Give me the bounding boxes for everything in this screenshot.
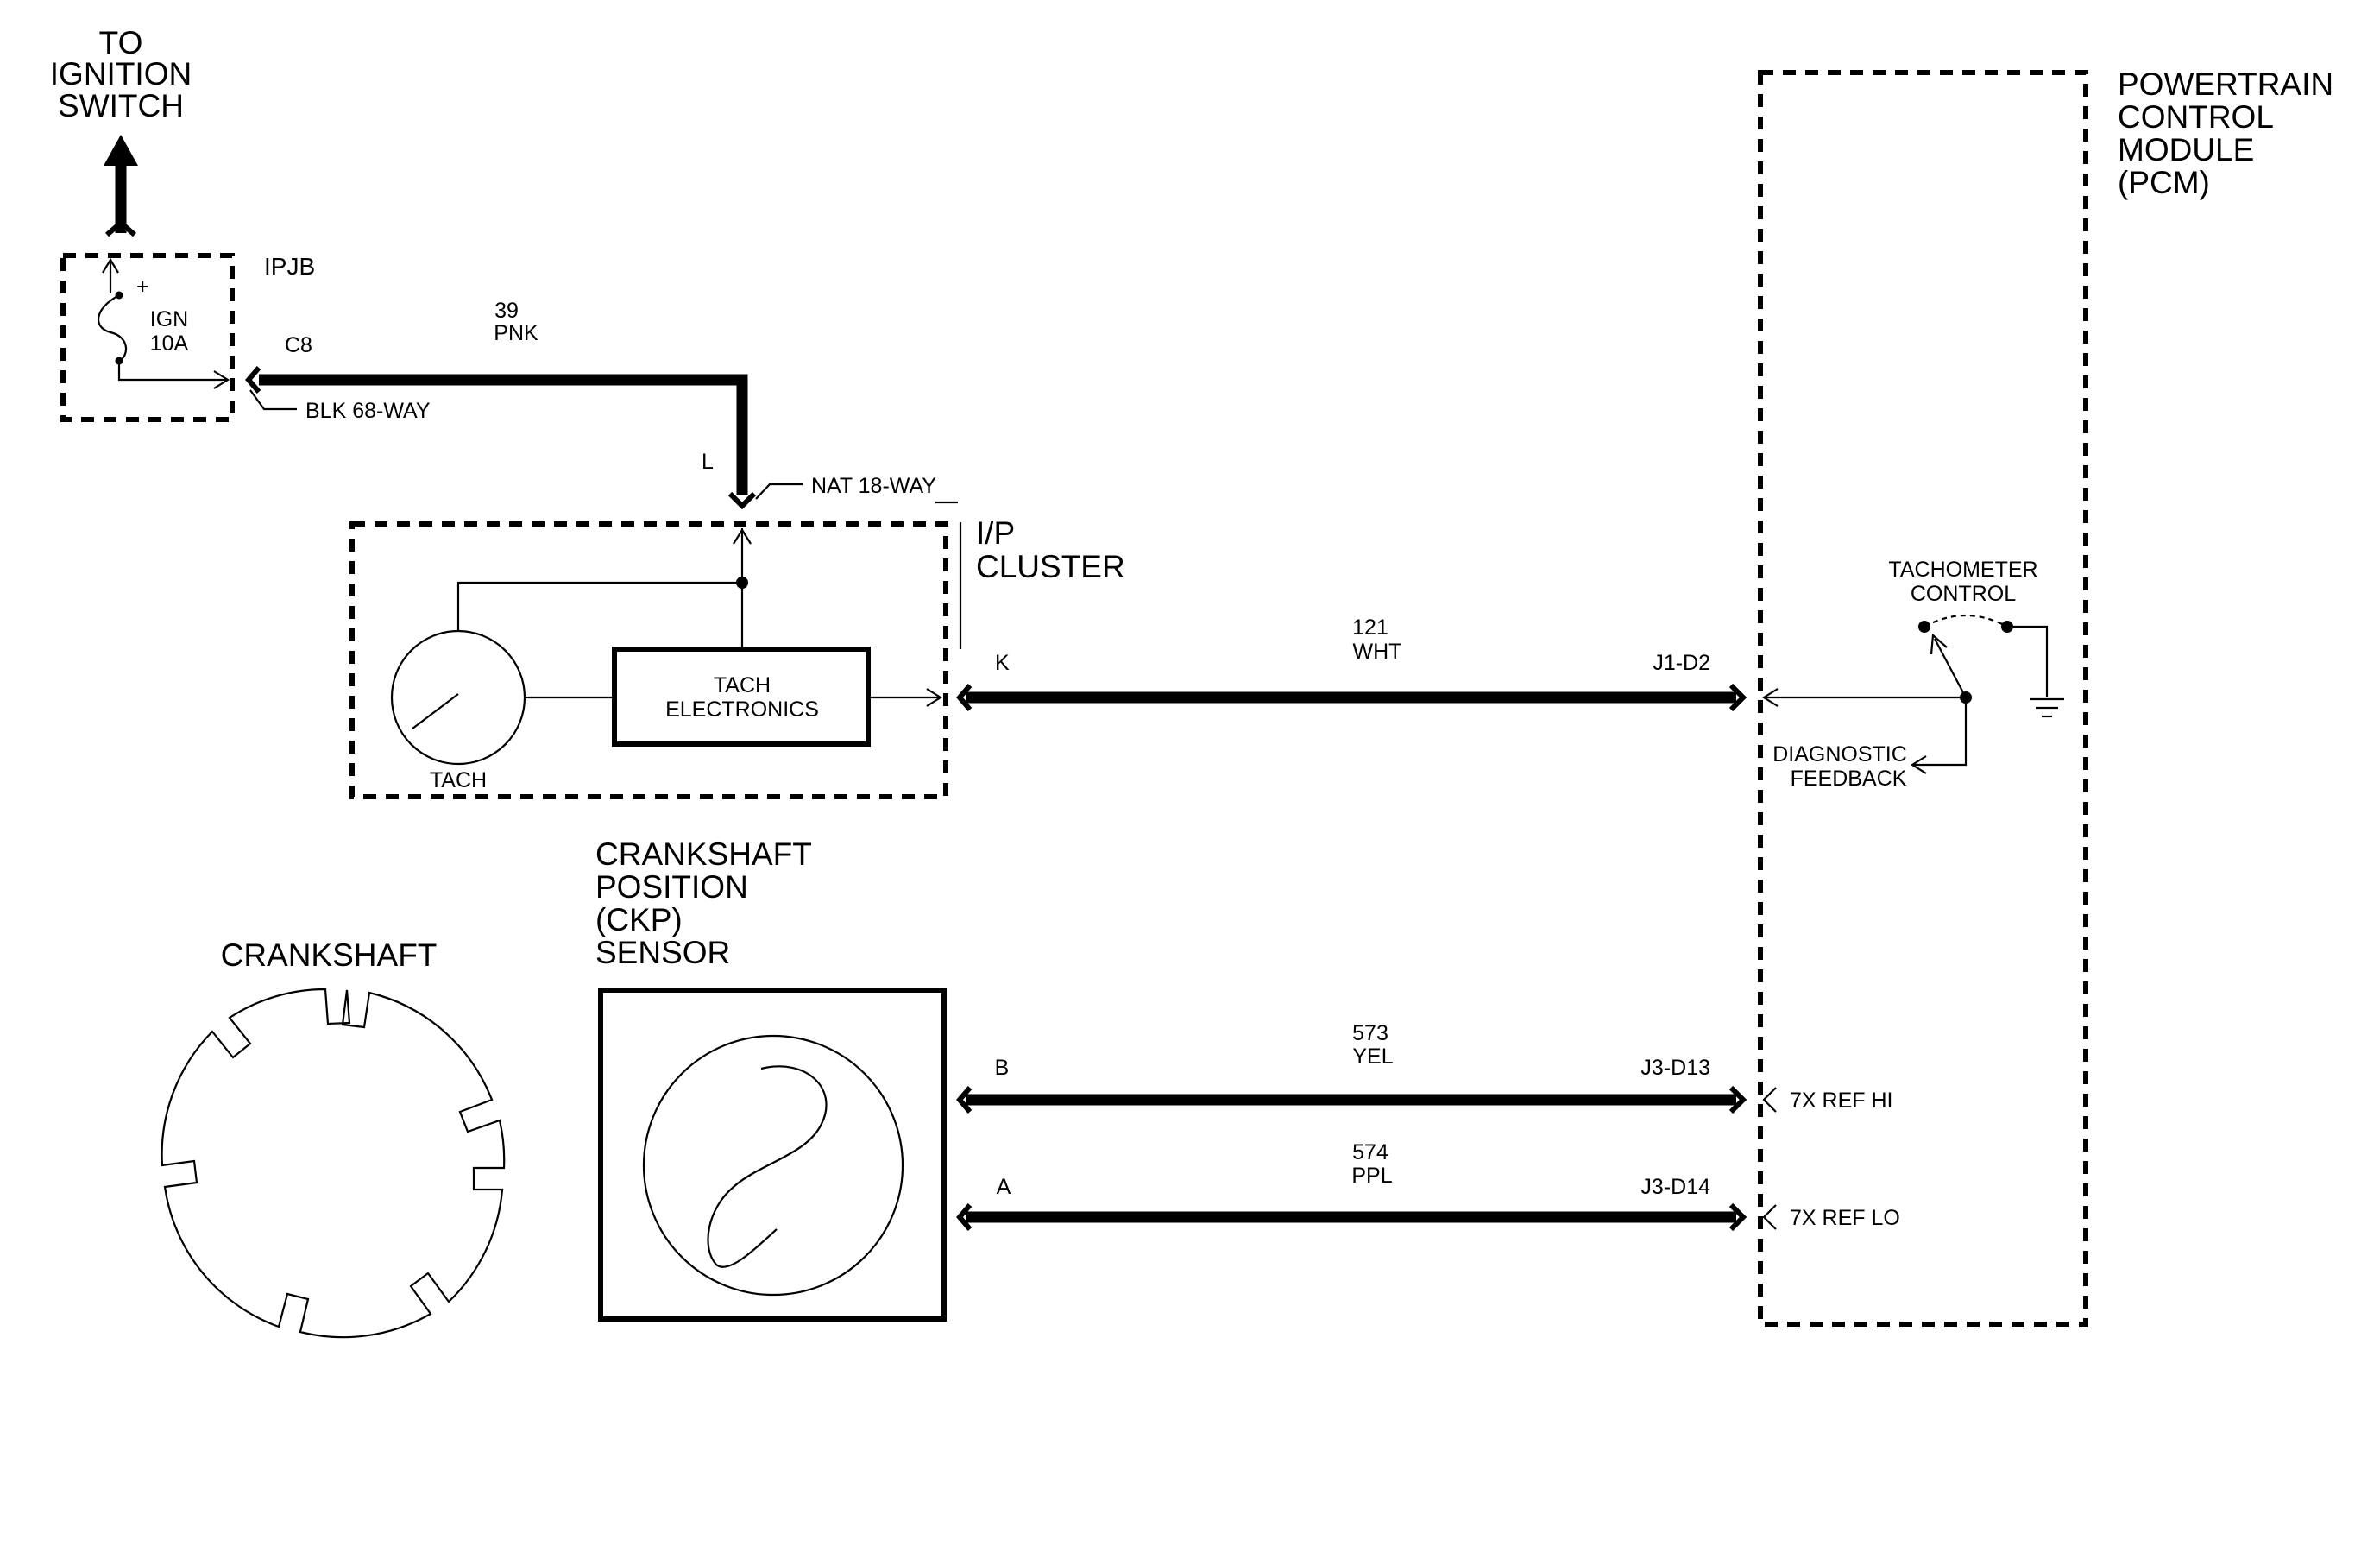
ignition-switch-group: TO IGNITION SWITCH [50, 25, 192, 237]
wire-ppl: A 574 PPL J3-D14 [956, 1140, 1747, 1232]
wire-wht-connector-right [1728, 683, 1747, 712]
ip-cluster-title-line1: I/P [976, 515, 1015, 551]
diag-feedback-line [1914, 697, 1968, 767]
pcm-pin-j1d2: J1-D2 [1653, 651, 1710, 675]
ip-cluster-title-line2: CLUSTER [976, 549, 1125, 584]
tach-electronics-line1: TACH [714, 673, 771, 697]
ignition-label-line1: TO [99, 25, 143, 60]
pcm-pin-j3d13: J3-D13 [1640, 1056, 1710, 1080]
crankshaft-reluctor-icon [161, 988, 506, 1339]
wire-ppl-color: PPL [1351, 1164, 1392, 1188]
ckp-sensor-face [642, 1034, 904, 1297]
pcm-title-line3: MODULE [2118, 132, 2254, 167]
tach-gauge-icon [390, 629, 526, 766]
ckp-label-line3: (CKP) [595, 902, 683, 937]
tach-control-line2: CONTROL [1911, 582, 2016, 606]
ref-hi-input-icon [1762, 1087, 1777, 1113]
wire-yel-connector-right [1728, 1085, 1747, 1114]
fuse-lead-out [117, 361, 227, 382]
wire-pnk-path [259, 374, 748, 495]
wire-pnk-number: 39 [494, 299, 519, 323]
ipjb-label: IPJB [264, 253, 315, 280]
ckp-sensor-box [598, 988, 947, 1322]
tach-control-line1: TACHOMETER [1888, 558, 2037, 582]
pcm-title-line4: (PCM) [2118, 165, 2210, 200]
cluster-pin-k: K [995, 651, 1010, 675]
pcm-box [1758, 70, 2088, 1327]
wire-wht-connector-left [956, 684, 973, 711]
fuse-out-arrow-icon [213, 370, 230, 389]
fuse-plus-label: + [136, 275, 149, 299]
wire-wht-color: WHT [1353, 640, 1402, 664]
wire-wht-number: 121 [1352, 615, 1388, 640]
ignition-arrow-icon [104, 135, 138, 166]
ignition-label-line2: IGNITION [50, 56, 192, 92]
ckp-label-line4: SENSOR [595, 935, 730, 970]
tach-output-arrow-icon [926, 688, 943, 707]
diag-feedback-line1: DIAGNOSTIC [1772, 742, 1907, 767]
cluster-pin-l: L [702, 450, 714, 474]
tach-needle-icon [412, 693, 459, 729]
pcm-ref-lo: 7X REF LO [1790, 1206, 1900, 1230]
ip-cluster-group: I/P CLUSTER TACH TACH ELECTRONICS K [349, 515, 1125, 799]
cluster-connector-label: NAT 18-WAY [811, 474, 936, 498]
wire-yel-number: 573 [1352, 1021, 1388, 1045]
ignition-connector-icon [105, 219, 136, 237]
wire-wht: 121 WHT J1-D2 [956, 615, 1747, 712]
diag-feedback-line2: FEEDBACK [1791, 767, 1907, 791]
crankshaft-group: CRANKSHAFT [161, 937, 506, 1339]
ckp-waveform-icon [707, 1065, 828, 1268]
ignition-label-line3: SWITCH [58, 88, 184, 123]
cluster-tach-feed [456, 581, 742, 632]
pcm-title-line1: POWERTRAIN [2118, 66, 2333, 102]
ipjb-box [60, 253, 235, 422]
tach-switch-link-icon [1924, 615, 2008, 628]
pcm-ref-hi: 7X REF HI [1790, 1089, 1892, 1113]
pcm-pin-j3d14: J3-D14 [1640, 1175, 1710, 1199]
ckp-sensor-group: CRANKSHAFT POSITION (CKP) SENSOR [595, 836, 947, 1322]
fuse-label-line2: 10A [150, 331, 189, 356]
wire-pnk-connector-left [245, 366, 261, 394]
ipjb-connector-leader [249, 389, 297, 411]
wire-yel-connector-left [956, 1086, 973, 1114]
wire-ppl-number: 574 [1352, 1140, 1388, 1164]
ckp-label-line1: CRANKSHAFT [595, 836, 812, 872]
wire-yel-color: YEL [1352, 1044, 1393, 1069]
wire-pnk-color: PNK [494, 321, 538, 345]
pcm-title-line2: CONTROL [2118, 99, 2274, 135]
cluster-feed-arrow-icon [733, 527, 752, 545]
ckp-label-line2: POSITION [595, 869, 748, 905]
fuse-element-icon [97, 294, 128, 362]
crankshaft-label: CRANKSHAFT [221, 937, 438, 973]
ipjb-group: IPJB + IGN 10A C8 BLK 68-WAY [60, 253, 431, 423]
ipjb-pin-c8: C8 [285, 333, 312, 357]
tach-switch-arm-icon [1934, 638, 1967, 698]
cluster-connector-leader [755, 483, 803, 500]
pcm-input-arrow-icon [1761, 688, 1779, 707]
fuse-arrow-icon [102, 257, 119, 274]
tach-switch-arrow-icon [1930, 633, 1948, 655]
tach-electronics-line2: ELECTRONICS [665, 697, 819, 722]
fuse-label-line1: IGN [150, 307, 188, 331]
ckp-pin-a: A [997, 1175, 1011, 1199]
diag-feedback-arrow-icon [1910, 755, 1927, 774]
wire-pnk-connector-bottom [727, 491, 757, 510]
ref-lo-input-icon [1762, 1204, 1777, 1230]
wire-pnk: 39 PNK L NAT 18-WAY [245, 299, 958, 510]
wire-yel: B 573 YEL J3-D13 [956, 1021, 1747, 1114]
pcm-group: POWERTRAIN CONTROL MODULE (PCM) TACHOMET… [1758, 66, 2333, 1327]
ckp-pin-b: B [995, 1056, 1010, 1080]
ip-cluster-box [349, 521, 948, 799]
ipjb-connector-label: BLK 68-WAY [305, 399, 431, 423]
tach-ground-lead [2007, 625, 2049, 697]
wire-ppl-connector-left [956, 1203, 973, 1231]
wire-ppl-connector-right [1728, 1202, 1747, 1232]
tach-label: TACH [430, 768, 487, 792]
